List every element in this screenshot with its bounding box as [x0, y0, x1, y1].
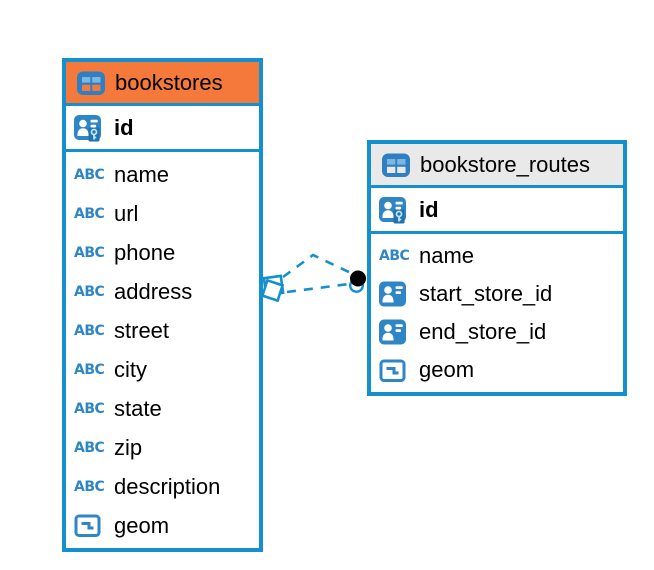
entity-table-bookstore-routes[interactable]: bookstore_routes id ABC	[367, 140, 627, 396]
primary-key-row[interactable]: id	[66, 106, 259, 152]
table-name: bookstores	[115, 69, 223, 95]
column-type-icon-box: ABC	[74, 440, 106, 456]
column-name: zip	[114, 434, 143, 460]
column-type-icon-box: ABC	[379, 318, 411, 346]
reference-column-icon	[379, 281, 406, 307]
column-name: geom	[114, 512, 170, 538]
column-name: geom	[419, 357, 475, 382]
relationship-connector-upper[interactable]	[282, 253, 352, 279]
column-type-icon-box: ABC	[379, 357, 411, 384]
column-type-icon-box: ABC	[74, 401, 106, 417]
column-row[interactable]: ABC end_store_id	[371, 313, 623, 351]
column-type-icon-box: ABC	[74, 245, 106, 261]
reference-column-icon	[379, 319, 406, 345]
column-name: street	[114, 317, 170, 343]
primary-key-name: id	[419, 196, 439, 222]
column-name: description	[114, 473, 221, 499]
column-row[interactable]: ABC name	[371, 237, 623, 275]
column-row[interactable]: ABC name	[66, 155, 259, 194]
column-type-icon-box: ABC	[74, 167, 106, 183]
column-row[interactable]: ABC description	[66, 467, 259, 506]
column-name: end_store_id	[419, 319, 547, 344]
column-row[interactable]: ABC city	[66, 350, 259, 389]
text-type-icon: ABC	[74, 205, 105, 222]
relationship-connector-lower[interactable]	[286, 282, 350, 294]
primary-key-name: id	[114, 114, 134, 140]
column-row[interactable]: ABC phone	[66, 233, 259, 272]
table-header[interactable]: bookstores	[66, 62, 259, 106]
geometry-type-icon	[379, 359, 406, 382]
column-row[interactable]: ABC start_store_id	[371, 275, 623, 313]
column-name: state	[114, 395, 162, 421]
column-row[interactable]: ABC street	[66, 311, 259, 350]
column-name: url	[114, 200, 139, 226]
column-list: ABC name ABC	[371, 234, 623, 392]
table-header[interactable]: bookstore_routes	[371, 144, 623, 188]
primary-key-row[interactable]: id	[371, 188, 623, 234]
column-name: address	[114, 278, 193, 304]
column-row[interactable]: ABC zip	[66, 428, 259, 467]
column-list: ABC name ABC	[66, 152, 259, 548]
text-type-icon: ABC	[74, 361, 105, 378]
column-type-icon-box: ABC	[74, 362, 106, 378]
text-type-icon: ABC	[74, 439, 105, 456]
text-type-icon: ABC	[74, 244, 105, 261]
primary-key-icon	[379, 196, 411, 224]
text-type-icon: ABC	[74, 322, 105, 339]
column-row[interactable]: ABC geom	[371, 351, 623, 389]
column-name: start_store_id	[419, 281, 553, 306]
text-type-icon: ABC	[379, 248, 410, 264]
column-type-icon-box: ABC	[74, 284, 106, 300]
column-type-icon-box: ABC	[379, 280, 411, 308]
many-end-diamond-marker	[260, 274, 285, 303]
column-name: name	[114, 161, 170, 187]
table-name: bookstore_routes	[420, 151, 590, 177]
primary-key-icon	[74, 114, 106, 142]
text-type-icon: ABC	[74, 283, 105, 300]
column-row[interactable]: ABC url	[66, 194, 259, 233]
text-type-icon: ABC	[74, 166, 105, 183]
column-name: city	[114, 356, 147, 382]
geometry-type-icon	[74, 514, 101, 537]
entity-table-bookstores[interactable]: bookstores id ABC	[62, 58, 263, 552]
column-type-icon-box: ABC	[379, 248, 411, 264]
table-icon	[382, 153, 410, 177]
text-type-icon: ABC	[74, 400, 105, 417]
column-row[interactable]: ABC geom	[66, 506, 259, 545]
one-end-dot-marker	[349, 270, 366, 294]
column-row[interactable]: ABC address	[66, 272, 259, 311]
column-type-icon-box: ABC	[74, 479, 106, 495]
column-row[interactable]: ABC state	[66, 389, 259, 428]
column-type-icon-box: ABC	[74, 512, 106, 539]
column-type-icon-box: ABC	[74, 323, 106, 339]
text-type-icon: ABC	[74, 478, 105, 495]
column-type-icon-box: ABC	[74, 206, 106, 222]
table-icon	[77, 71, 105, 95]
column-name: phone	[114, 239, 176, 265]
column-name: name	[419, 243, 475, 268]
